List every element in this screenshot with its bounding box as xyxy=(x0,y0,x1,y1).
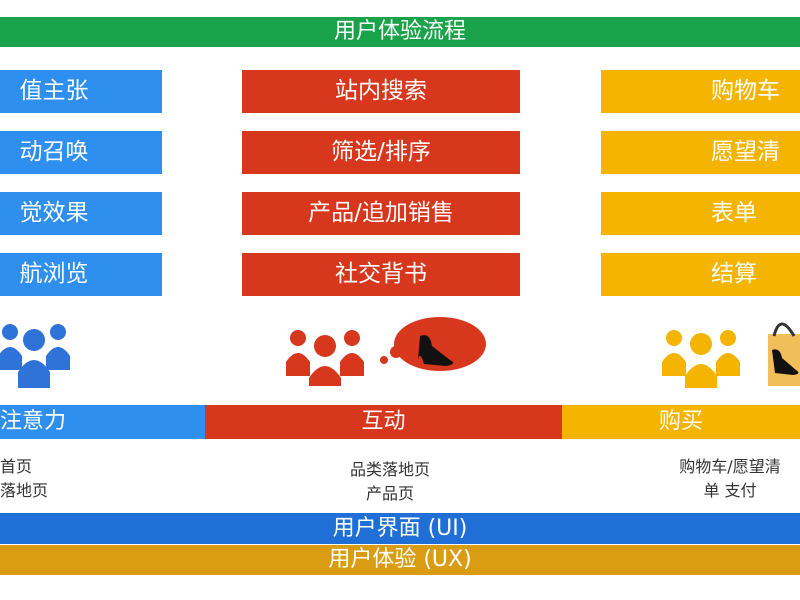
col1-item-2: 动召唤 xyxy=(0,131,162,174)
stage-purchase-label: 购买 xyxy=(658,409,703,434)
col1-note-2: 落地页 xyxy=(0,481,49,500)
stage-interaction: 互动 xyxy=(205,405,562,439)
col3-notes: 购物车/愿望清 单 支付 xyxy=(660,455,800,503)
stage-interaction-label: 互动 xyxy=(361,409,406,434)
col3-item-3: 表单 xyxy=(601,192,800,235)
people-shopping-bag-icon xyxy=(662,322,800,388)
stage-purchase: 购买 xyxy=(562,405,800,439)
col2-note-1: 品类落地页 xyxy=(349,460,430,479)
col2-item-1: 站内搜索 xyxy=(242,70,520,113)
col3-item-4: 结算 xyxy=(601,253,800,296)
col2-item-3: 产品/追加销售 xyxy=(242,192,520,235)
ui-banner: 用户界面 (UI) xyxy=(0,513,800,544)
ui-label: 用户界面 (UI) xyxy=(332,516,468,541)
col2-note-2: 产品页 xyxy=(365,484,414,503)
col3-item-1: 购物车 xyxy=(601,70,800,113)
people-icon xyxy=(0,324,70,388)
col1-note-1: 首页 xyxy=(0,457,33,476)
col2-item-4: 社交背书 xyxy=(242,253,520,296)
col1-item-1: 值主张 xyxy=(0,70,162,113)
people-thinking-shoe-icon xyxy=(286,317,486,386)
col2-item-2: 筛选/排序 xyxy=(242,131,520,174)
col3-note-2: 单 支付 xyxy=(703,481,757,500)
flow-title: 用户体验流程 xyxy=(333,19,466,44)
col3-note-1: 购物车/愿望清 xyxy=(679,457,781,476)
col1-notes: 首页 落地页 xyxy=(0,455,48,503)
col1-item-4: 航浏览 xyxy=(0,253,162,296)
stage-attention: 注意力 xyxy=(0,405,205,439)
flow-title-banner: 用户体验流程 xyxy=(0,17,800,47)
ux-label: 用户体验 (UX) xyxy=(328,547,472,572)
col2-notes: 品类落地页 产品页 xyxy=(330,458,450,506)
col1-item-3: 觉效果 xyxy=(0,192,162,235)
ux-banner: 用户体验 (UX) xyxy=(0,545,800,575)
stage-attention-label: 注意力 xyxy=(0,409,67,434)
